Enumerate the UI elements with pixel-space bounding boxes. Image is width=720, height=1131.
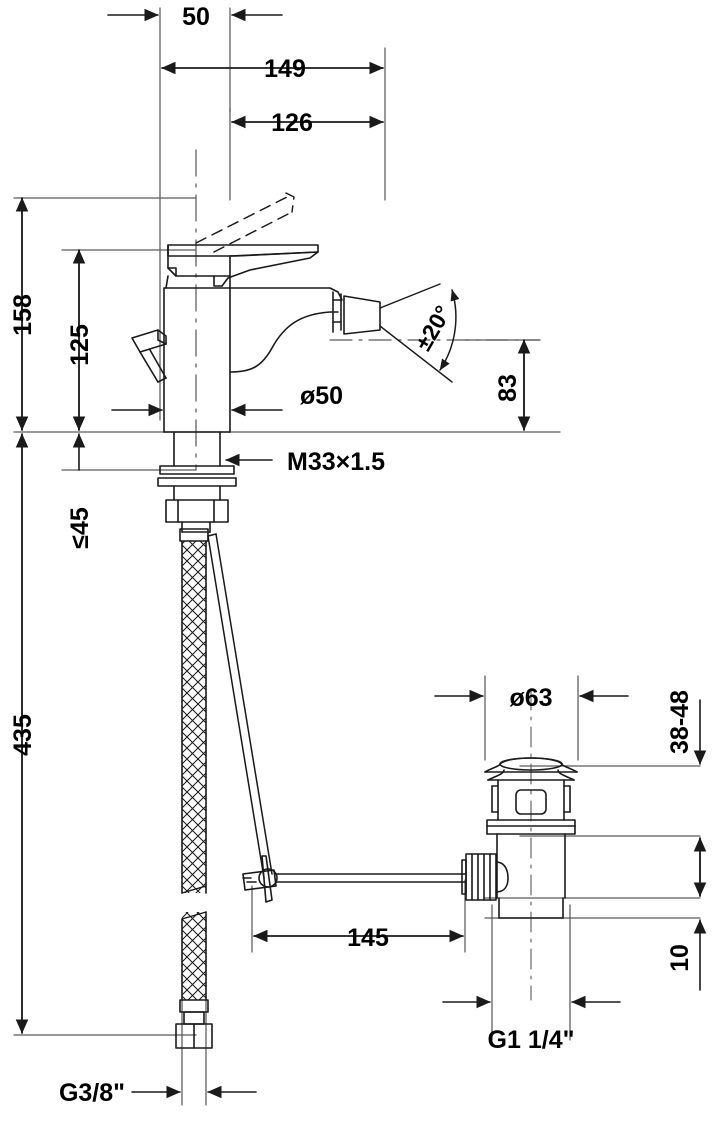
- label-50: 50: [182, 3, 210, 31]
- label-g38: G3/8": [59, 1079, 125, 1107]
- label-45: ≤45: [66, 507, 94, 549]
- label-m33: M33×1.5: [287, 448, 385, 476]
- label-83: 83: [494, 374, 522, 402]
- label-body-diameter: ø50: [300, 382, 343, 410]
- mounting-thread-assembly: [157, 431, 237, 542]
- label-3848: 38-48: [666, 690, 694, 754]
- label-125: 125: [66, 324, 94, 366]
- mounting-nut: [165, 499, 229, 523]
- swivel-spray-outlet: [229, 283, 460, 383]
- mixer-body: [163, 275, 231, 433]
- swivel-angle-arc: [439, 289, 460, 371]
- label-g114: G1 1/4": [488, 1026, 575, 1054]
- popup-lift-rod: [131, 329, 167, 383]
- popup-waste-assembly: [461, 757, 578, 919]
- label-145: 145: [347, 924, 389, 952]
- label-10: 10: [666, 944, 694, 972]
- label-swivel-angle: ±20°: [410, 301, 456, 355]
- label-149: 149: [264, 55, 306, 83]
- braided-supply-hose: [175, 540, 213, 1049]
- label-435: 435: [9, 714, 37, 756]
- waste-slot: [515, 789, 547, 815]
- label-126: 126: [271, 109, 313, 137]
- popup-horizontal-linkage: [242, 855, 467, 903]
- popup-linkage-strut: [207, 533, 273, 879]
- lever-handle: [167, 192, 319, 287]
- label-63: ø63: [509, 684, 552, 712]
- label-158: 158: [9, 294, 37, 336]
